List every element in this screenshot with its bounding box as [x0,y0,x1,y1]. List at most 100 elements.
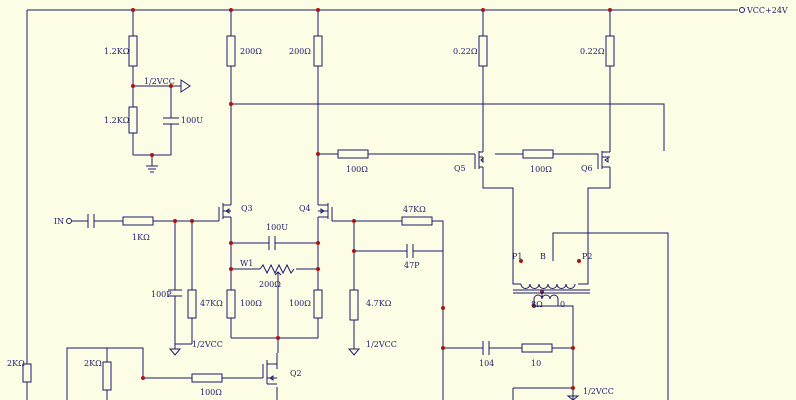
potentiometer-w1: W1 200Ω [240,259,295,289]
half-vcc-bias-label: 1/2VCC [144,77,175,86]
capacitor-bias-label: 100U [181,116,203,125]
junction-dot [229,102,233,106]
resistor-q3-load [226,35,236,67]
junction-dot [352,249,356,253]
junction-dot [352,219,356,223]
resistor-q4-load [313,35,323,67]
resistor-snubber [521,343,553,353]
resistor-input-ground [187,289,197,319]
junction-dot [571,346,575,350]
resistor-input [122,216,154,226]
resistors-horizontal: 100Ω 100Ω 1KΩ 47KΩ 100Ω 10 [122,149,554,397]
resistor-q4-load-label: 200Ω [289,47,311,56]
mosfet-q3: Q3 [218,201,253,221]
input-label: IN [54,217,64,226]
junction-dot [169,84,173,88]
capacitor-feedback [406,244,414,258]
resistor-p1-sense-label: 0.22Ω [453,47,478,56]
potentiometer-icon [259,263,295,275]
junction-dot [173,219,177,223]
transformer-p1-label: P1 [512,252,522,261]
junction-dot [441,306,445,310]
resistor-feedback-ground [349,289,359,321]
capacitor-feedback-label: 47P [404,261,420,270]
resistor-feedback-ground-label: 4.7KΩ [366,299,392,308]
half-vcc-output-icon [566,395,580,400]
junction-dot [229,8,233,12]
resistor-bias-top [128,35,138,67]
resistor-q4-source [313,289,323,319]
capacitor-bias [163,117,179,125]
mosfet-q5-label: Q5 [454,164,466,173]
resistor-p2-sense-label: 0.22Ω [580,47,605,56]
junction-dot [481,8,485,12]
resistor-gate-q5-label: 100Ω [346,165,368,174]
ground-symbols: 1/2VCC 1/2VCC 1/2VCC 1/2VCC [144,77,614,400]
half-vcc-feedback-icon [347,344,361,356]
resistor-q4-source-label: 100Ω [289,299,311,308]
resistor-q3-source-label: 100Ω [240,299,262,308]
half-vcc-feedback-label: 1/2VCC [366,340,397,349]
junction-dot [131,8,135,12]
resistor-q3-load-label: 200Ω [240,47,262,56]
capacitor-input-shunt-label: 100P [151,290,172,299]
junction-dot [190,219,194,223]
junction-dot [441,346,445,350]
junction-dot [150,153,154,157]
junction-dot [131,84,135,88]
junction-dot [519,259,523,263]
potentiometer-value: 200Ω [259,280,281,289]
resistor-box-label: 2KΩ [84,359,102,368]
junction-dot [571,386,575,390]
half-vcc-input-label: 1/2VCC [192,340,223,349]
resistor-gate-q2 [191,373,223,383]
mosfet-q4: Q4 [299,201,333,221]
resistor-gate-q6 [522,149,554,159]
capacitor-snubber [482,341,490,355]
junction-dots [131,8,612,390]
capacitor-source-label: 100U [266,223,288,232]
input-terminal: IN [54,217,72,226]
resistor-gate-q2-label: 100Ω [200,388,222,397]
transformer-sec-0-label: 0 [560,300,565,309]
output-transformer: P1 B P2 8Ω 0 [512,252,592,309]
junction-dot [276,336,280,340]
resistor-box [102,361,112,391]
vcc-terminal: VCC+24V [739,6,788,15]
half-vcc-output-label: 1/2VCC [583,387,614,396]
junction-dot [608,8,612,12]
resistor-left-label: 2KΩ [7,359,25,368]
transformer-core-icon [513,289,590,294]
resistor-snubber-label: 10 [531,359,541,368]
half-vcc-input-icon [168,344,182,356]
junction-dot [229,267,233,271]
mosfet-q2: Q2 [262,360,302,385]
resistor-feedback [401,216,433,226]
resistor-left [22,363,32,383]
resistor-p1-sense [478,35,488,67]
transformer-primary-icon [520,283,576,289]
resistor-bias-bottom [128,106,138,134]
mosfet-q3-label: Q3 [241,204,253,213]
resistor-bias-top-label: 1.2KΩ [104,47,130,56]
resistors: 1.2KΩ 1.2KΩ 200Ω 200Ω 0.22Ω 0.22Ω 47KΩ 1… [7,35,615,391]
junction-dot [316,152,320,156]
resistor-q3-source [226,289,236,319]
mosfet-q6: Q6 [581,151,611,173]
transformer-sec-8-label: 8Ω [531,300,543,309]
resistor-input-label: 1KΩ [132,233,150,242]
mosfets: Q3 Q4 Q5 Q6 Q2 [218,151,611,385]
wires [26,9,738,400]
transformer-b-label: B [540,252,546,261]
mosfet-q4-label: Q4 [299,204,311,213]
resistor-gate-q5 [337,149,369,159]
potentiometer-name: W1 [240,259,253,268]
junction-dot [229,241,233,245]
junction-dot [316,8,320,12]
capacitor-input-coupling [87,214,95,228]
vcc-label: VCC+24V [746,6,788,15]
vcc-terminal-icon [739,7,745,13]
resistor-bias-bottom-label: 1.2KΩ [104,116,130,125]
junction-dot [577,259,581,263]
